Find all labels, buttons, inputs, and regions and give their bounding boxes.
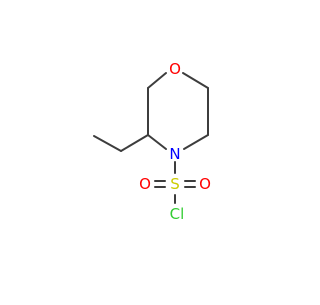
structure-canvas: O N S O O Cl [93, 60, 211, 223]
bond-ethyl-1 [120, 134, 149, 152]
atom-oxygen-right: O [199, 175, 211, 193]
bond-c-n-right [183, 134, 209, 150]
atom-sulfur: S [170, 175, 180, 193]
atom-chlorine: Cl [170, 205, 185, 223]
bond-c-o-left [147, 72, 167, 89]
atom-nitrogen: N [169, 145, 180, 163]
atom-oxygen-left: O [139, 175, 151, 193]
bond-n-c-left [147, 134, 167, 150]
atom-oxygen-ring: O [169, 60, 181, 78]
bond-ethyl-2 [93, 135, 122, 152]
bond-o-c-right [182, 72, 209, 89]
atom-labels: O N S O O Cl [139, 60, 211, 223]
molecule-diagram: O N S O O Cl [93, 60, 211, 223]
bonds [93, 72, 209, 204]
